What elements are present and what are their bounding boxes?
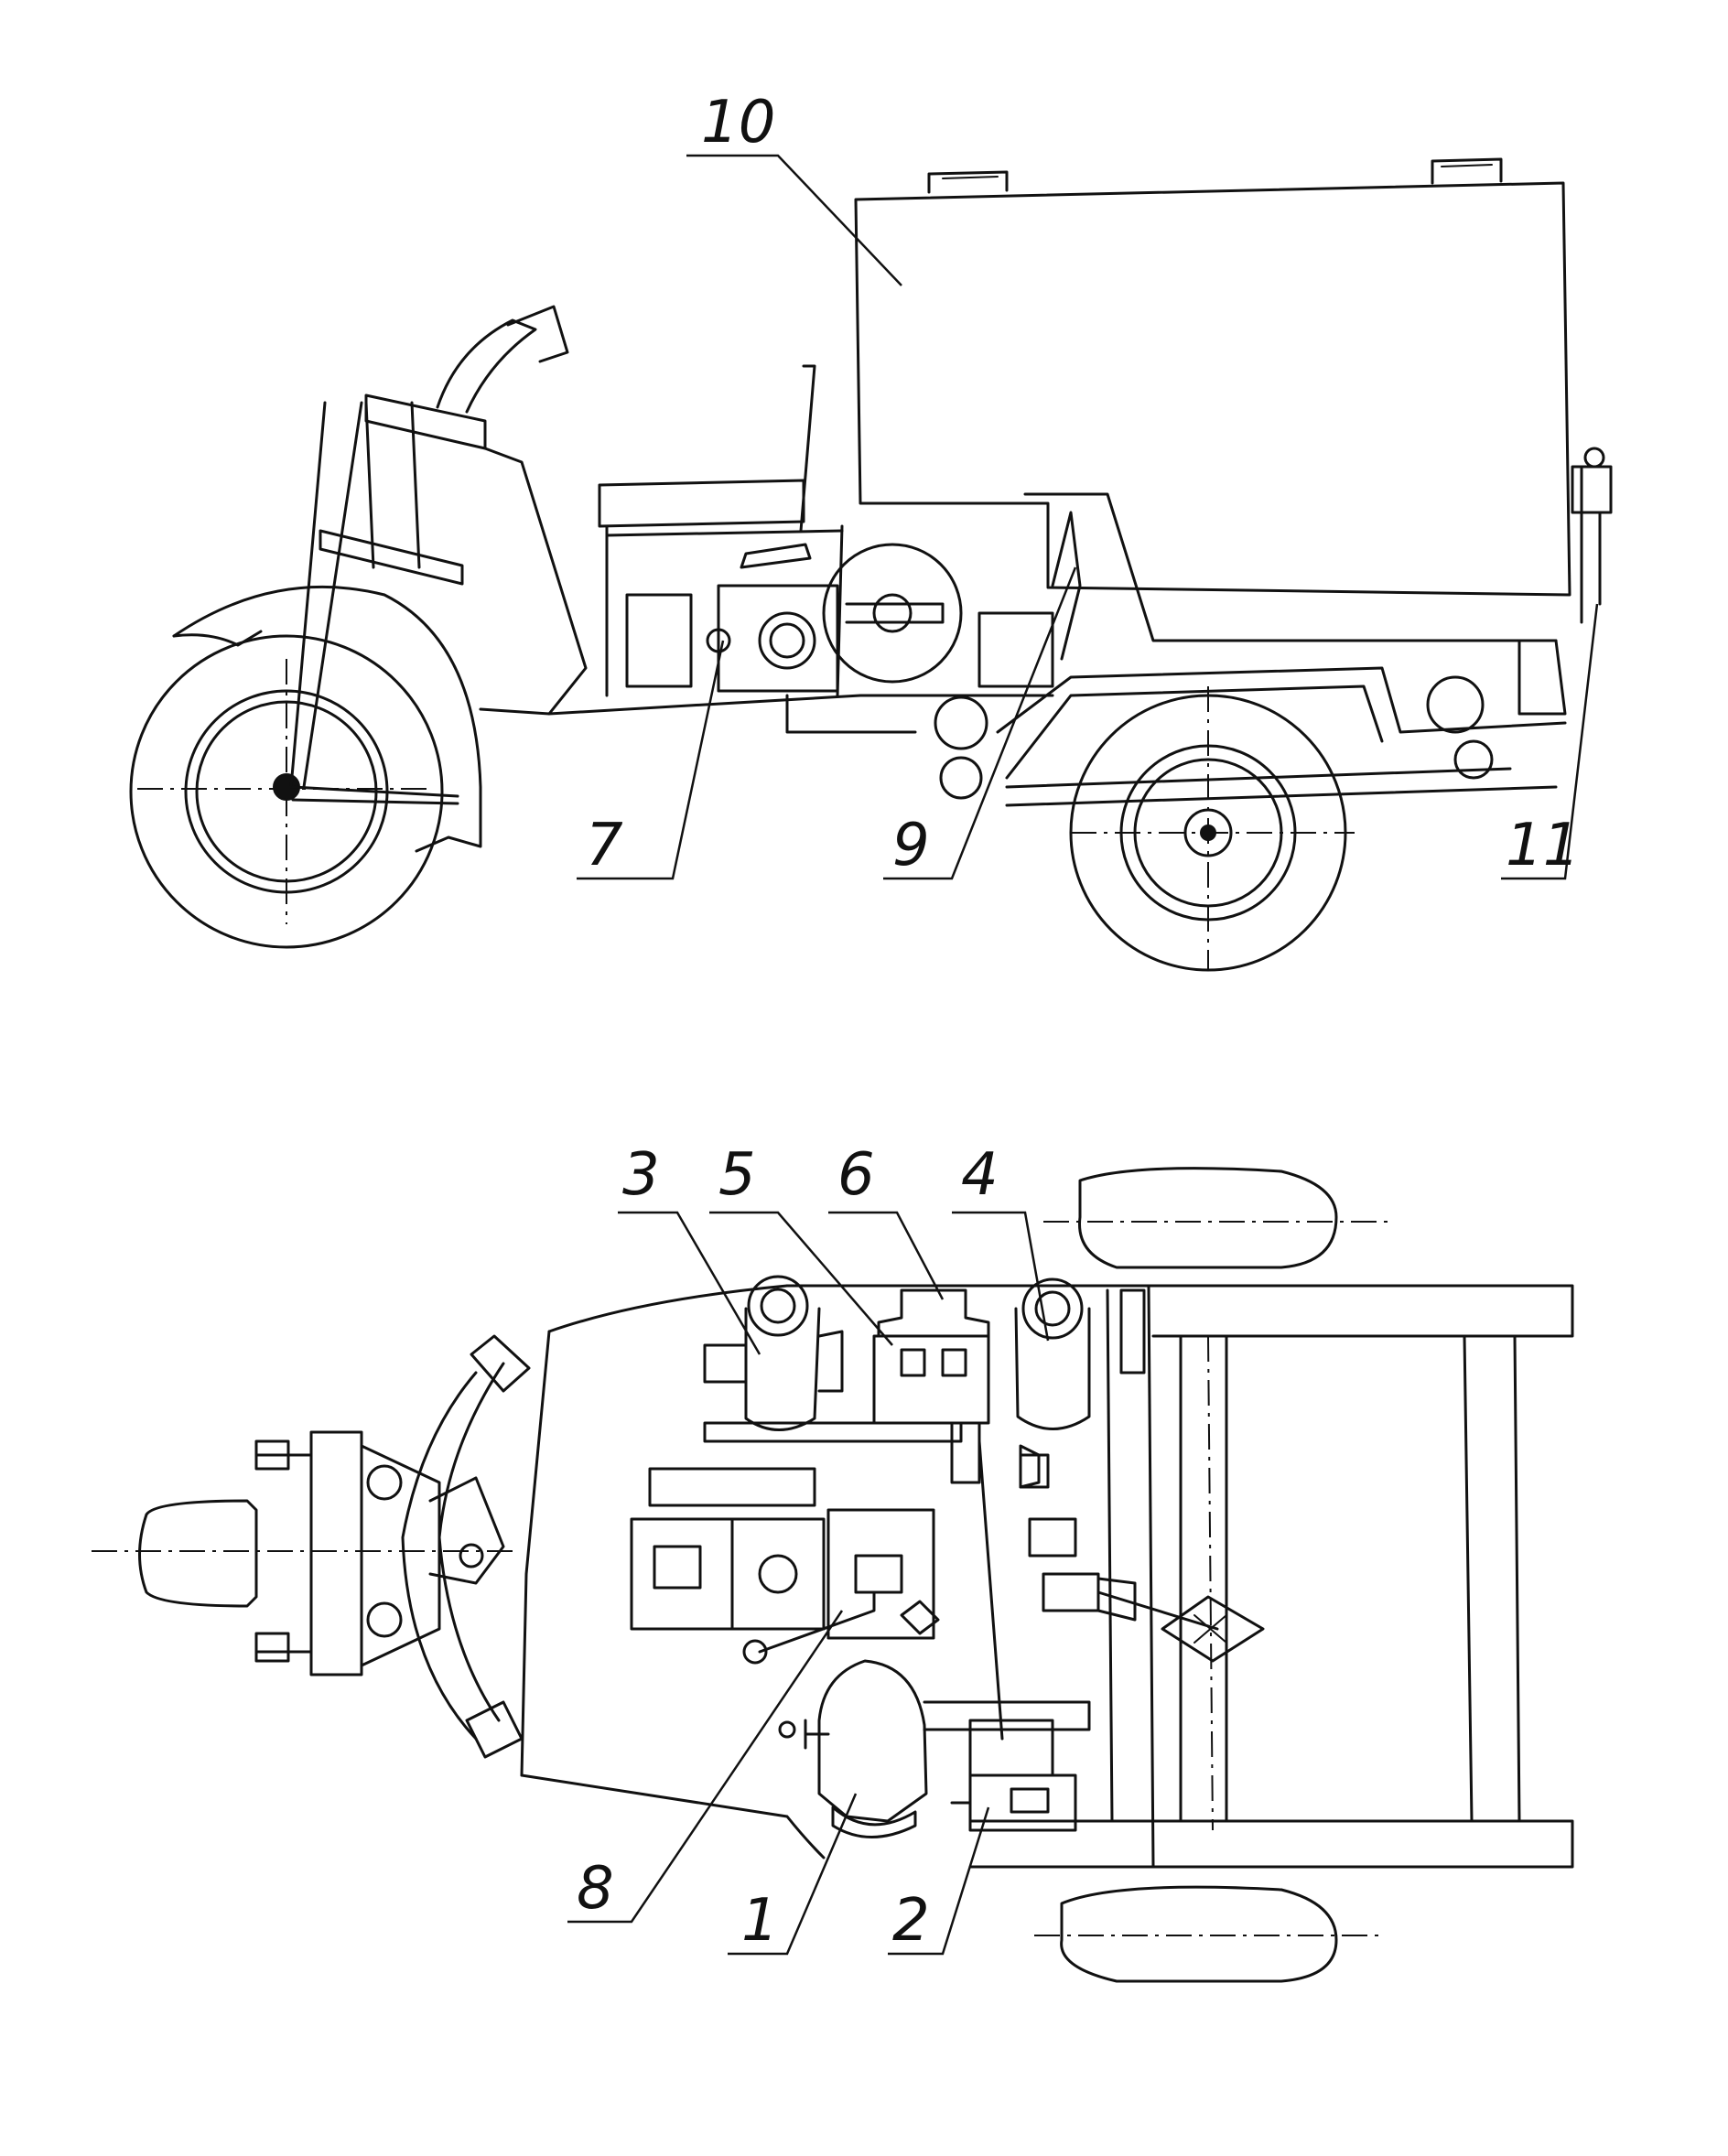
label-9: 9	[892, 812, 930, 879]
label-4: 4	[961, 1141, 999, 1209]
top-view: 3 5 6 4 8 1 2	[92, 1141, 1574, 1983]
rear-frame	[934, 639, 1567, 972]
rear-platform	[785, 1284, 1574, 1869]
engine	[630, 1421, 1219, 1741]
label-2: 2	[892, 1887, 930, 1955]
front-fork	[289, 305, 1054, 805]
rear-wheels	[1034, 1167, 1391, 1983]
label-3: 3	[622, 1141, 660, 1209]
front-body	[92, 1284, 826, 1860]
engine-pump	[625, 492, 1558, 734]
pumps	[703, 1275, 1146, 1431]
label-6: 6	[837, 1141, 875, 1209]
label-10: 10	[701, 89, 775, 156]
label-1: 1	[741, 1887, 779, 1955]
label-7: 7	[586, 812, 623, 879]
label-11: 11	[1506, 812, 1580, 879]
lower-pump	[778, 1659, 1091, 1838]
label-5: 5	[718, 1141, 756, 1209]
label-8: 8	[577, 1855, 614, 1923]
tank	[854, 157, 1613, 624]
side-view: 10 7 9 11	[129, 89, 1613, 972]
